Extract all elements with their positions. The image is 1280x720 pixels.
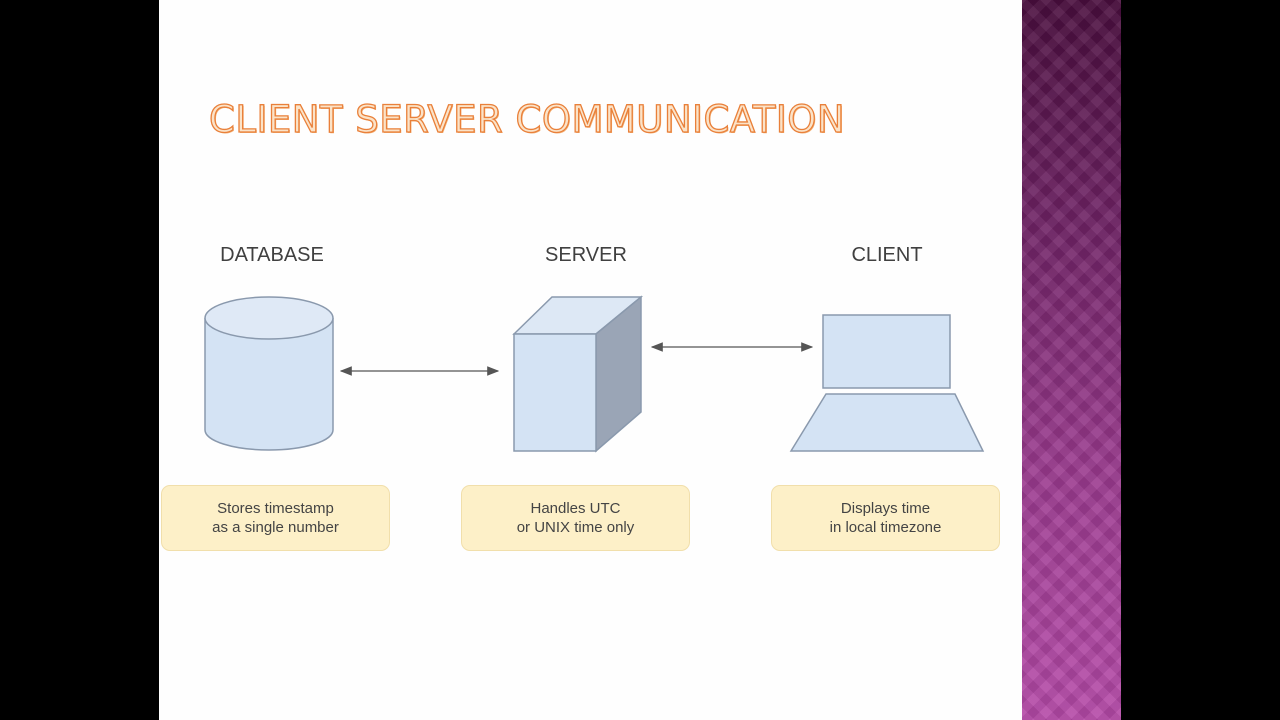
client-note-line1: Displays time — [840, 500, 931, 517]
server-note-line2: or UNIX time only — [516, 519, 635, 536]
client-label: CLIENT — [851, 244, 923, 266]
decorative-sidebar — [1022, 0, 1121, 720]
slide: CLIENT SERVER COMMUNICATION DATABASE SER… — [159, 0, 1022, 720]
client-note: Displays time in local timezone — [771, 485, 1000, 551]
diagram-shapes — [204, 295, 985, 453]
server-note: Handles UTC or UNIX time only — [461, 485, 690, 551]
database-label: DATABASE — [220, 244, 324, 266]
database-note: Stores timestamp as a single number — [161, 485, 390, 551]
server-icon — [512, 295, 644, 453]
database-note-line2: as a single number — [212, 519, 339, 536]
database-note-line1: Stores timestamp — [217, 500, 334, 517]
database-icon — [204, 296, 334, 451]
client-note-line2: in local timezone — [829, 519, 942, 536]
laptop-icon — [789, 314, 985, 452]
server-note-line1: Handles UTC — [530, 500, 621, 517]
server-label: SERVER — [545, 244, 627, 266]
slide-title: CLIENT SERVER COMMUNICATION — [208, 97, 846, 141]
